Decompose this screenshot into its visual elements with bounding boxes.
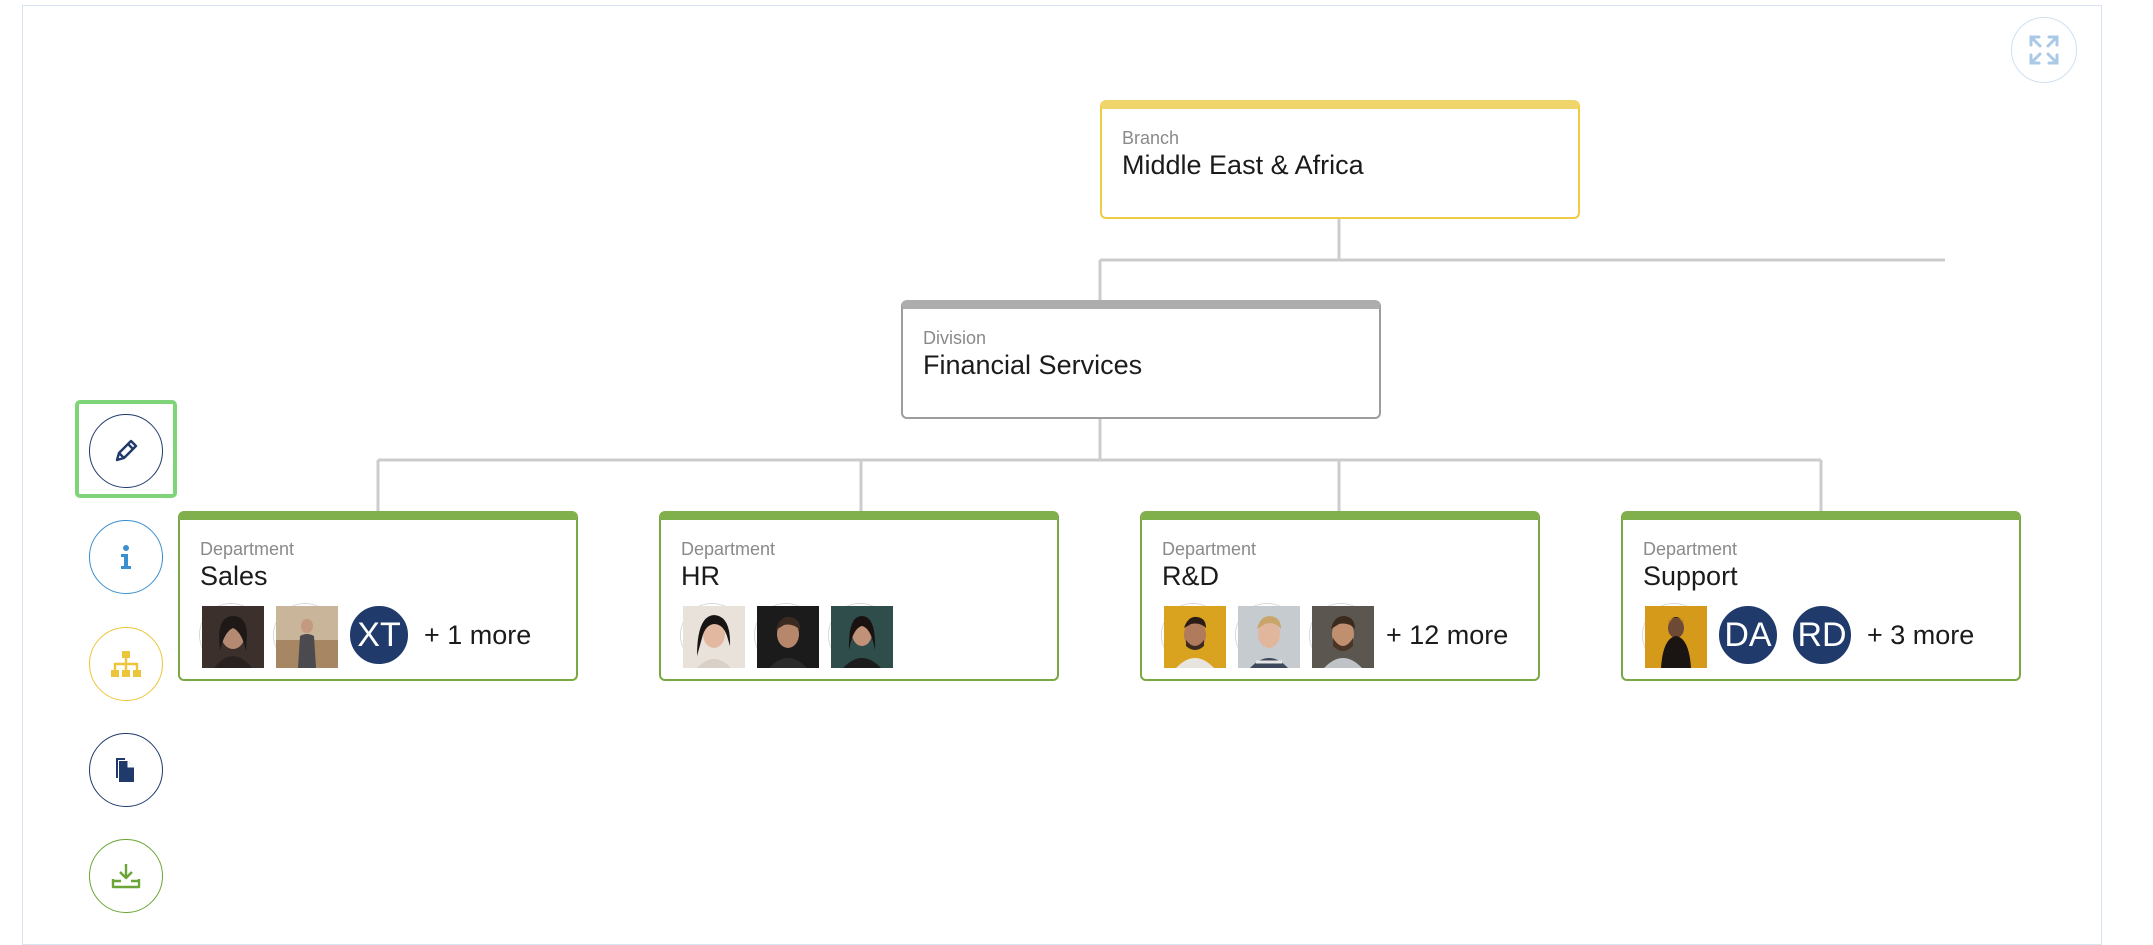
member-avatars: DA RD + 3 more: [1643, 604, 1999, 668]
more-members-link[interactable]: + 12 more: [1386, 619, 1509, 650]
division-node[interactable]: Division Financial Services: [901, 300, 1381, 419]
member-avatar[interactable]: [1162, 604, 1226, 668]
department-node-support[interactable]: Department Support DA RD + 3 more: [1621, 511, 2021, 681]
expand-button[interactable]: [2011, 17, 2077, 83]
member-avatar-initials[interactable]: DA: [1717, 604, 1779, 666]
org-chart-panel: [22, 5, 2102, 945]
expand-icon: [2029, 35, 2059, 65]
more-members-link[interactable]: + 3 more: [1867, 619, 1975, 650]
department-node-hr[interactable]: Department HR: [659, 511, 1059, 681]
copy-button[interactable]: [89, 733, 163, 807]
pencil-icon: [115, 439, 138, 462]
division-type-label: Division: [923, 328, 987, 348]
member-avatar[interactable]: [755, 604, 819, 668]
department-name: Support: [1643, 561, 1738, 591]
branch-name: Middle East & Africa: [1122, 150, 1364, 180]
member-avatar[interactable]: [1643, 604, 1707, 668]
more-members-link[interactable]: + 1 more: [424, 619, 532, 650]
member-avatar[interactable]: [274, 604, 338, 668]
department-name: Sales: [200, 561, 268, 591]
branch-type-label: Branch: [1122, 128, 1180, 148]
copy-icon: [116, 758, 134, 782]
department-type-label: Department: [1162, 539, 1257, 559]
org-chart-canvas[interactable]: Branch Middle East & Africa Division Fin…: [0, 0, 2021, 922]
info-button[interactable]: [89, 520, 163, 594]
member-avatar[interactable]: [681, 604, 745, 668]
member-avatars: XT + 1 more: [200, 604, 556, 668]
member-avatar[interactable]: [829, 604, 893, 668]
department-name: R&D: [1162, 561, 1220, 591]
department-name: HR: [681, 561, 720, 591]
department-node-sales[interactable]: Department Sales XT + 1 more: [178, 511, 578, 681]
org-chart-icon: [111, 651, 141, 677]
member-avatar[interactable]: [1236, 604, 1300, 668]
department-type-label: Department: [681, 539, 776, 559]
department-node-rnd[interactable]: Department R&D + 12 more: [1140, 511, 1540, 681]
toolbar-focus-ring: [75, 400, 177, 498]
member-avatars: [681, 604, 1037, 668]
member-avatars: + 12 more: [1162, 604, 1518, 668]
department-type-label: Department: [200, 539, 295, 559]
edit-button[interactable]: [89, 414, 163, 488]
member-avatar-initials[interactable]: RD: [1791, 604, 1853, 666]
download-icon: [111, 864, 141, 889]
connector-lines: [376, 218, 1945, 512]
download-button[interactable]: [89, 839, 163, 913]
department-type-label: Department: [1643, 539, 1738, 559]
info-icon: [121, 545, 131, 569]
member-avatar-initials[interactable]: XT: [348, 604, 410, 666]
org-chart-button[interactable]: [89, 627, 163, 701]
member-avatar[interactable]: [200, 604, 264, 668]
member-avatar[interactable]: [1310, 604, 1374, 668]
division-name: Financial Services: [923, 350, 1143, 380]
branch-node[interactable]: Branch Middle East & Africa: [1100, 100, 1580, 219]
